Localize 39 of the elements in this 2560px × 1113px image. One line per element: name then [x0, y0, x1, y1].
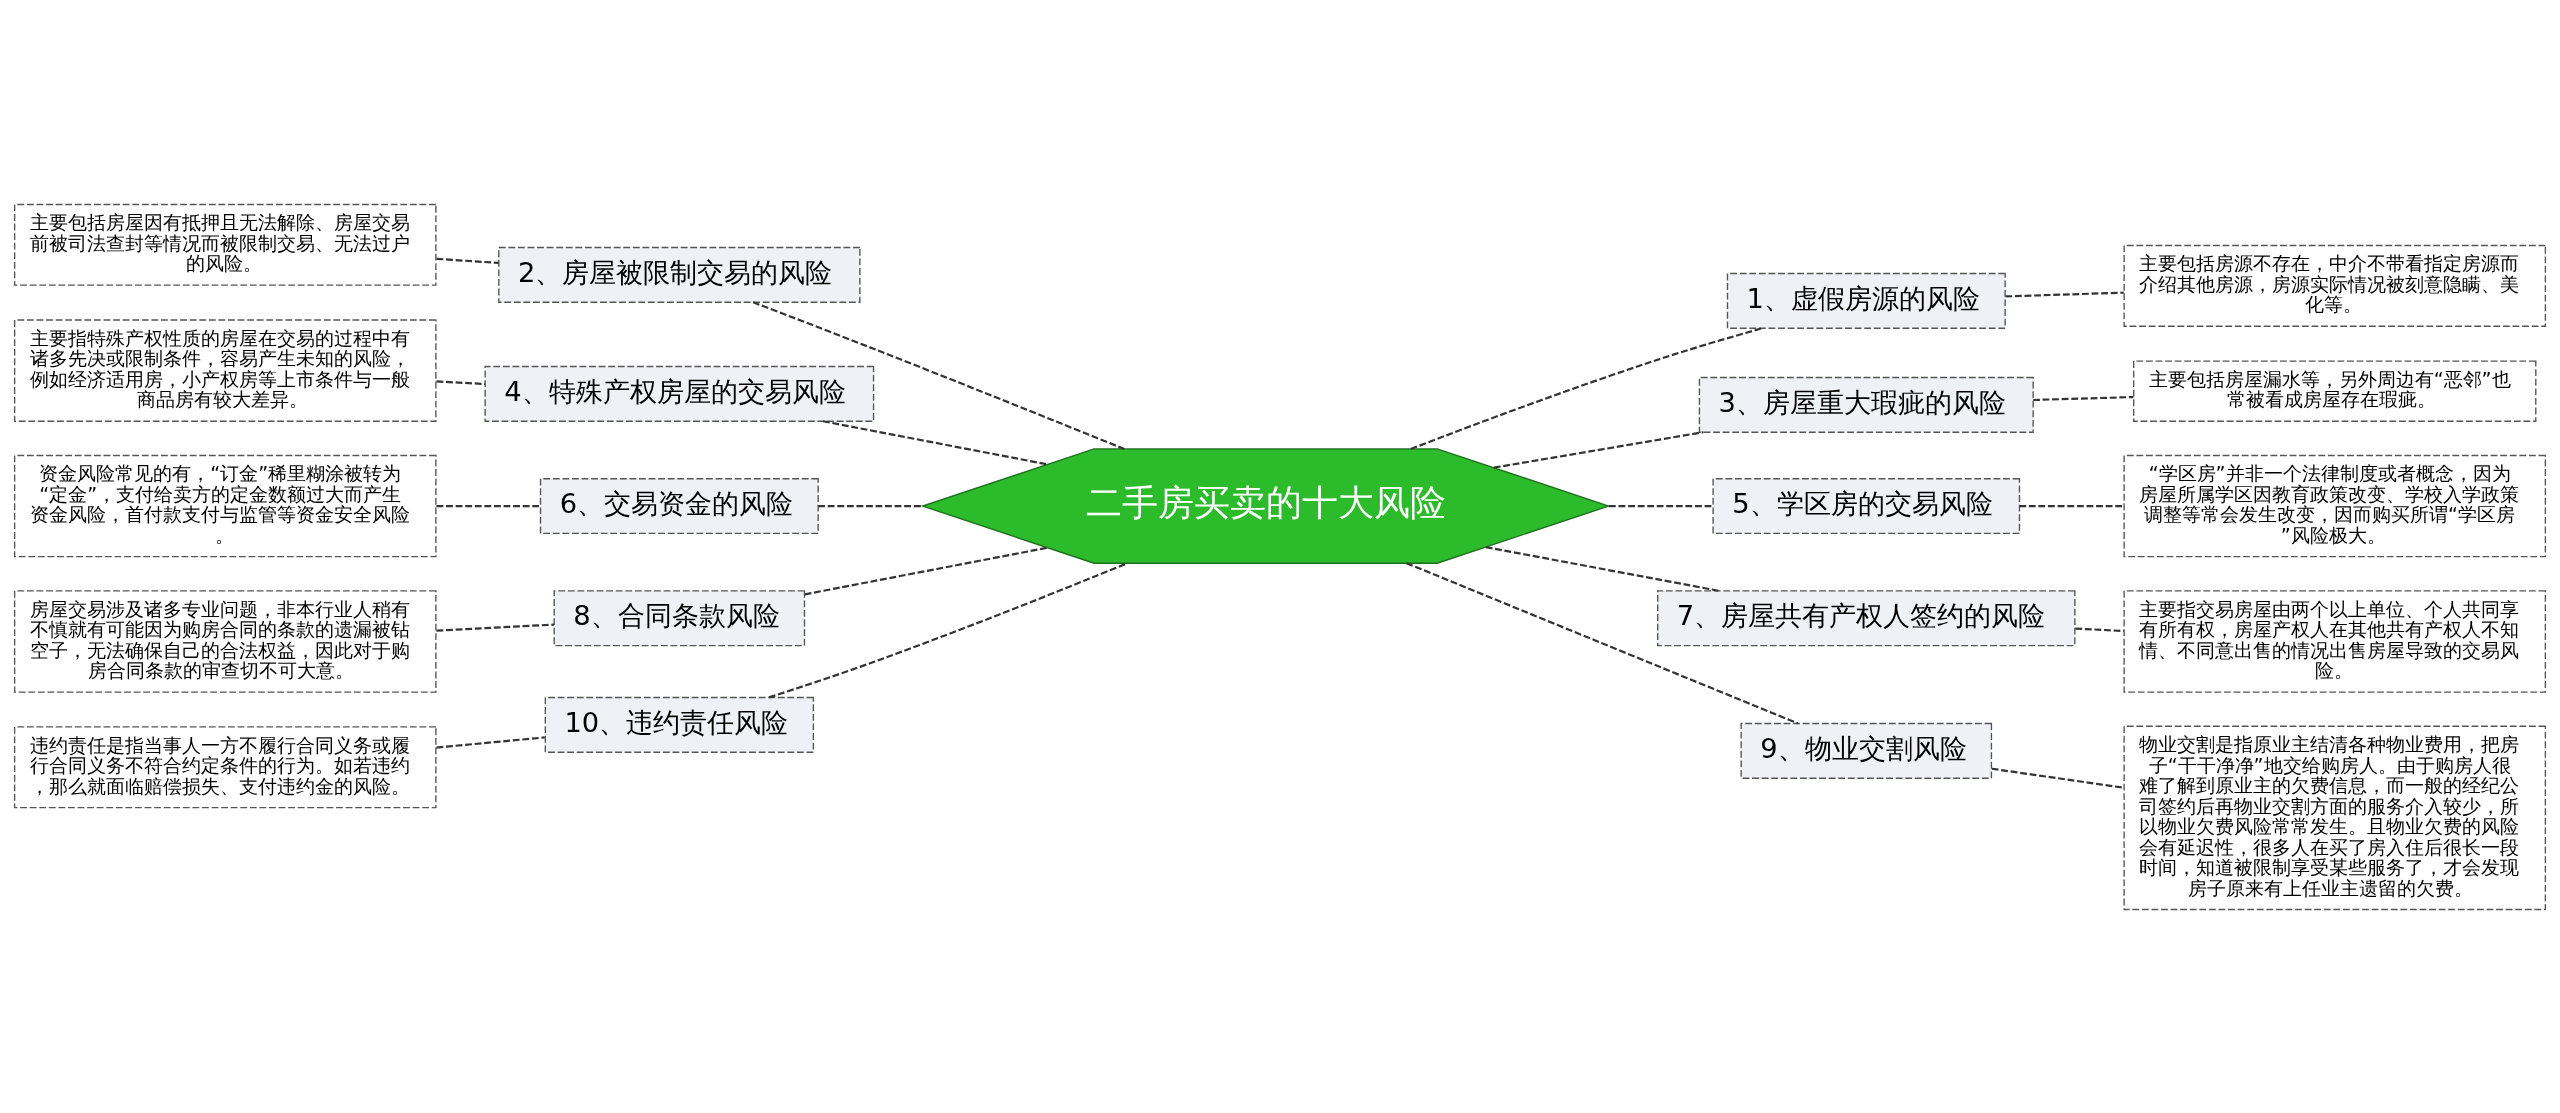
node-box: 房屋交易涉及诸多专业问题，非本行业人稍有不慎就有可能因为购房合同的条款的遗漏被钻空子，无法确保自己的合法权益，因此对于购房合同条款的审查切不可大意。 — [13, 589, 437, 693]
node-box: 3、房屋重大瑕疵的风险 — [1698, 376, 2034, 433]
connector — [436, 623, 555, 632]
connector — [1485, 545, 1719, 592]
connector — [1991, 767, 2124, 789]
node-box: 主要包括房源不存在，中介不带看指定房源而介绍其他房源，房源实际情况被刻意隐瞒、美化等。 — [2123, 244, 2547, 327]
node-box: 8、合同条款风险 — [553, 589, 806, 646]
node-box: 5、学区房的交易风险 — [1712, 477, 2021, 534]
node-box: 主要指特殊产权性质的房屋在交易的过程中有诸多先决或限制条件，容易产生未知的风险，例如经济适用房，小产权房等上市条件与一般商品房有较大差异。 — [13, 318, 437, 422]
node-box: “学区房”并非一个法律制度或者概念，因为房屋所属学区因教育政策改变、学校入学政策调整等常会发生改变，因而购买所谓“学区房”风险极大。 — [2123, 454, 2547, 557]
connector — [1608, 504, 1714, 507]
connector — [822, 419, 1048, 465]
connector — [436, 379, 486, 385]
node-box: 物业交割是指原业主结清各种物业费用，把房子“干干净净”地交给购房人。由于购房人很难了解到原业主的欠费信息，而一般的经纪公司签约后再物业交割方面的服务介入较少，所以物业欠费风险常常发生。且物业欠费的风险会有延迟性，很多人在买了房入住后很长一段时间，知道被限制享受某些服务了，才会发现房子原来有上任业主遗留的欠费。 — [2123, 725, 2547, 910]
connector — [436, 504, 541, 507]
connector — [2019, 504, 2124, 507]
node-box: 4、特殊产权房屋的交易风险 — [484, 365, 875, 422]
node-box: 1、虚假房源的风险 — [1726, 272, 2006, 329]
connector — [1410, 326, 1763, 450]
connector — [1406, 561, 1799, 724]
connector — [436, 257, 499, 264]
node-box: 资金风险常见的有，“订金”稀里糊涂被转为“定金”，支付给卖方的定金数额过大而产生资金风险，首付款支付与监管等资金安全风险。 — [13, 454, 437, 557]
connector — [2033, 395, 2134, 401]
node-box: 违约责任是指当事人一方不履行合同义务或履行合同义务不符合约定条件的行为。如若违约，那么就面临赔偿损失、支付违约金的风险。 — [13, 725, 437, 808]
node-box: 10、违约责任风险 — [544, 696, 815, 753]
node-box: 6、交易资金的风险 — [539, 477, 819, 534]
connector — [752, 300, 1125, 450]
node-box: 2、房屋被限制交易的风险 — [498, 246, 861, 303]
node-box: 主要指交易房屋由两个以上单位、个人共同享有所有权，房屋产权人在其他共有产权人不知情、不同意出售的情况出售房屋导致的交易风险。 — [2123, 589, 2547, 693]
node-box: 主要包括房屋因有抵押且无法解除、房屋交易前被司法查封等情况而被限制交易、无法过户的风险。 — [13, 203, 437, 286]
connector — [436, 735, 545, 749]
connector — [1493, 430, 1704, 469]
node-box: 主要包括房屋漏水等，另外周边有“恶邻”也常被看成房屋存在瑕疵。 — [2133, 359, 2537, 422]
connector — [804, 546, 1048, 595]
node-box: 7、房屋共有产权人签约的风险 — [1657, 589, 2076, 646]
connector — [2005, 291, 2124, 298]
connector — [818, 504, 923, 507]
node-box: 9、物业交割风险 — [1740, 722, 1993, 779]
connector — [2075, 626, 2124, 632]
